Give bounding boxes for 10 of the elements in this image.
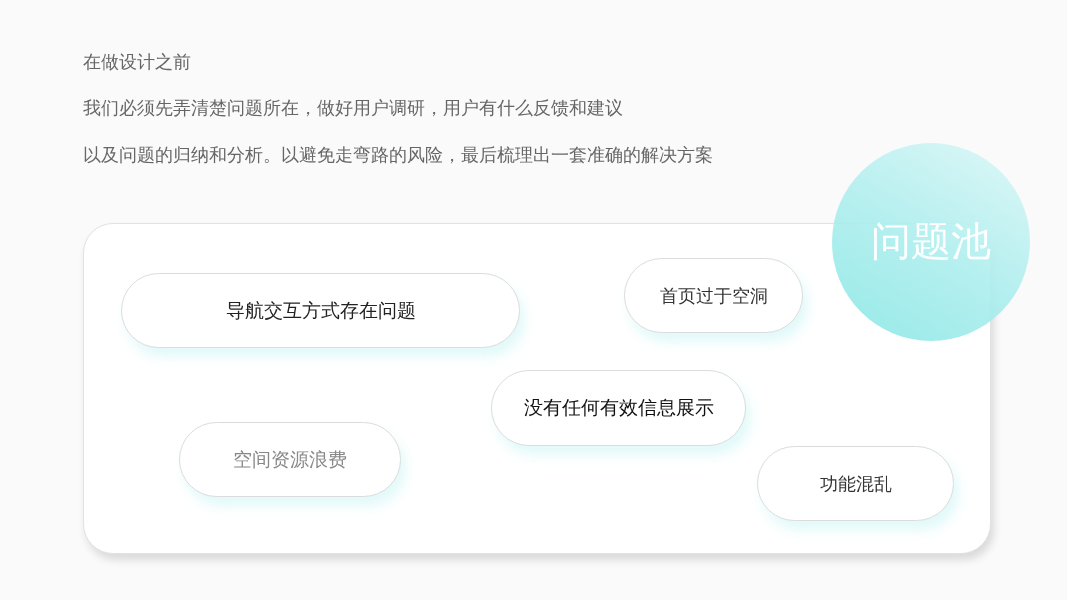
intro-text: 在做设计之前	[83, 50, 191, 74]
tag-pill: 首页过于空洞	[624, 258, 803, 333]
tag-pill: 没有任何有效信息展示	[491, 370, 746, 446]
tag-pill: 功能混乱	[757, 446, 954, 521]
card-panel	[83, 223, 991, 554]
intro-text: 我们必须先弄清楚问题所在，做好用户调研，用户有什么反馈和建议	[83, 96, 623, 120]
circle-badge: 问题池	[832, 143, 1030, 341]
tag-pill: 导航交互方式存在问题	[121, 273, 520, 348]
tag-pill: 空间资源浪费	[179, 422, 401, 497]
intro-text: 以及问题的归纳和分析。以避免走弯路的风险，最后梳理出一套准确的解决方案	[83, 143, 713, 167]
